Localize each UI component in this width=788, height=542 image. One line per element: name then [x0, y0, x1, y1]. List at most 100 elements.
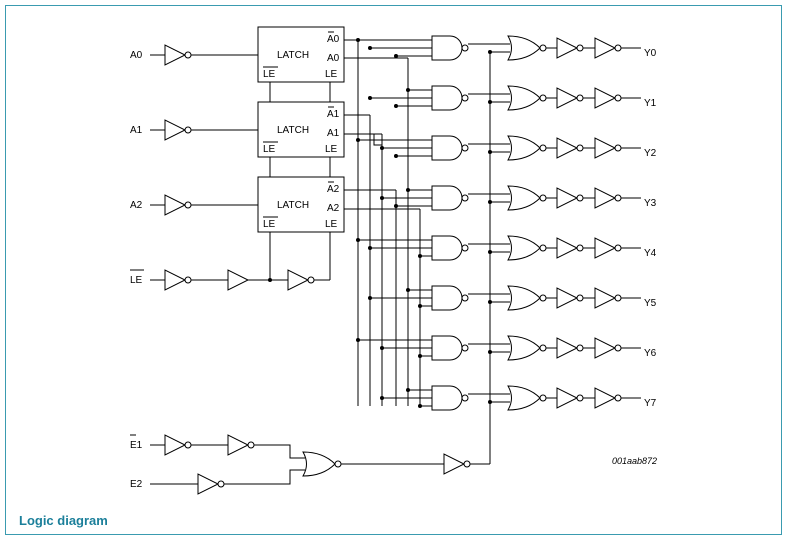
- inversion-bubble: [539, 44, 547, 52]
- le-buffer: [227, 269, 250, 291]
- junction-dot: [394, 104, 398, 108]
- nor-gate-7: [507, 385, 541, 411]
- nor-gate-2: [507, 135, 541, 161]
- output-label-y4: Y4: [644, 248, 657, 259]
- enable-nor-gate: [302, 451, 336, 477]
- inversion-bubble: [614, 294, 622, 302]
- latch-le-in-1: LE: [263, 144, 276, 155]
- latch-le-in-0: LE: [263, 69, 276, 80]
- junction-dot: [418, 404, 422, 408]
- inversion-bubble: [576, 294, 584, 302]
- diagram-frame: [5, 5, 782, 535]
- junction-dot: [368, 96, 372, 100]
- junction-dot: [418, 254, 422, 258]
- latch-box-2: [257, 176, 345, 233]
- latch-box-1: [257, 101, 345, 158]
- e1-inverter-2: [227, 434, 250, 456]
- inversion-bubble: [307, 276, 315, 284]
- inversion-bubble: [614, 94, 622, 102]
- junction-dot: [488, 350, 492, 354]
- nor-gate-0: [507, 35, 541, 61]
- junction-dot: [380, 146, 384, 150]
- junction-dot: [488, 50, 492, 54]
- nand-gate-0: [431, 35, 463, 61]
- inversion-bubble: [461, 194, 469, 202]
- junction-dot: [356, 338, 360, 342]
- junction-dot: [406, 88, 410, 92]
- out-inverter-a-1: [556, 87, 579, 109]
- inversion-bubble: [539, 344, 547, 352]
- inversion-bubble: [614, 244, 622, 252]
- junction-dot: [368, 246, 372, 250]
- inversion-bubble: [539, 244, 547, 252]
- junction-dot: [406, 388, 410, 392]
- inversion-bubble: [217, 480, 225, 488]
- junction-dot: [418, 304, 422, 308]
- inversion-bubble: [461, 44, 469, 52]
- enable-inverter: [443, 453, 466, 475]
- output-label-y2: Y2: [644, 148, 657, 159]
- inversion-bubble: [539, 294, 547, 302]
- nor-gate-1: [507, 85, 541, 111]
- latch-out-true-0: A0: [327, 53, 340, 64]
- inversion-bubble: [576, 144, 584, 152]
- inversion-bubble: [461, 94, 469, 102]
- inversion-bubble: [614, 144, 622, 152]
- junction-dots: [268, 38, 492, 408]
- out-inverter-b-6: [594, 337, 617, 359]
- latch-box-0: [257, 26, 345, 83]
- inversion-bubble: [614, 44, 622, 52]
- out-inverter-a-4: [556, 237, 579, 259]
- nand-gate-1: [431, 85, 463, 111]
- output-label-y7: Y7: [644, 398, 657, 409]
- latch-title-1: LATCH: [277, 125, 309, 136]
- junction-dot: [380, 396, 384, 400]
- inversion-bubble: [184, 126, 192, 134]
- inversion-bubble: [539, 144, 547, 152]
- latch-out-true-2: A2: [327, 203, 340, 214]
- caption: Logic diagram: [19, 513, 108, 528]
- nor-gate-3: [507, 185, 541, 211]
- out-inverter-a-6: [556, 337, 579, 359]
- junction-dot: [394, 54, 398, 58]
- out-inverter-a-7: [556, 387, 579, 409]
- junction-dot: [488, 100, 492, 104]
- junction-dot: [488, 250, 492, 254]
- nand-gate-5: [431, 285, 463, 311]
- labels: A0 A1 A2 LE E1 E2 LATCH A0 A0 LE LE LATC…: [130, 31, 657, 490]
- inversion-bubble: [461, 344, 469, 352]
- junction-dot: [380, 346, 384, 350]
- junction-dot: [356, 238, 360, 242]
- nor-gate-6: [507, 335, 541, 361]
- inversion-bubble: [184, 441, 192, 449]
- latch-out-bar-1: A1: [327, 109, 340, 120]
- junction-dot: [406, 188, 410, 192]
- inversion-bubble: [576, 94, 584, 102]
- nor-gate-4: [507, 235, 541, 261]
- e1-inverter: [164, 434, 187, 456]
- junction-dot: [488, 150, 492, 154]
- output-label-y1: Y1: [644, 98, 657, 109]
- wire-e2-or: [224, 469, 305, 485]
- junction-dot: [406, 288, 410, 292]
- inversion-bubble: [247, 441, 255, 449]
- inversion-bubble: [463, 460, 471, 468]
- junction-dot: [368, 46, 372, 50]
- junction-dot: [356, 38, 360, 42]
- out-inverter-a-2: [556, 137, 579, 159]
- out-inverter-b-1: [594, 87, 617, 109]
- junction-dot: [418, 354, 422, 358]
- junction-dot: [488, 300, 492, 304]
- inversion-bubble: [184, 51, 192, 59]
- out-inverter-a-0: [556, 37, 579, 59]
- latch-out-bar-0: A0: [327, 34, 340, 45]
- nand-gate-6: [431, 335, 463, 361]
- junction-dot: [488, 200, 492, 204]
- latch-title-0: LATCH: [277, 50, 309, 61]
- input-inverter-a2: [164, 194, 187, 216]
- out-inverter-b-0: [594, 37, 617, 59]
- out-inverter-b-4: [594, 237, 617, 259]
- inversion-bubble: [461, 244, 469, 252]
- junction-dot: [356, 138, 360, 142]
- inversion-bubble: [614, 394, 622, 402]
